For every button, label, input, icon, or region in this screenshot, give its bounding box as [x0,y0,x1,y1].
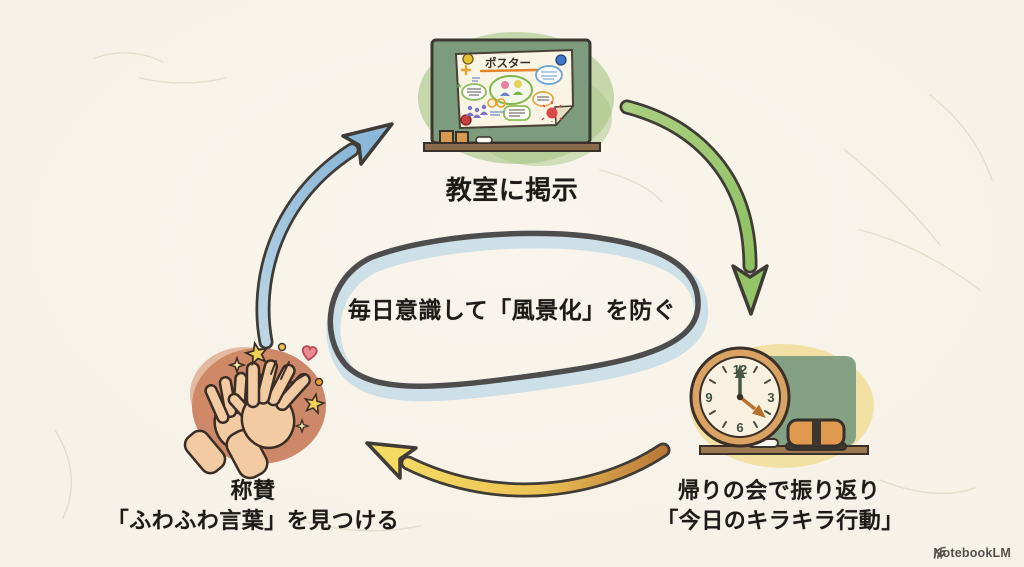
paper-texture [54,52,993,532]
motion-lines [270,360,307,384]
sparkle-dot [277,342,287,352]
poster-doodles [456,64,563,122]
sparkle-dot-2 [314,377,324,387]
crowd-doodle [466,104,488,118]
reflection-caption-line1: 帰りの会で振り返り [677,478,881,503]
chalk-tray [423,130,601,152]
classroom-board-illustration: ポスター [418,32,614,166]
arrow-reflection-to-praise [365,441,671,498]
reflection-caption-line2: 「今日のキラキラ行動」 [656,508,904,533]
eraser [785,418,847,451]
board-shelf [423,142,601,152]
clock-minute-hand [735,364,745,397]
center-loop-text: 毎日意識して「風景化」を防ぐ [347,297,677,323]
clock-number-9: 9 [705,390,712,405]
sun-doodle [546,107,558,119]
praise-caption-line1: 称賛 [230,478,276,503]
center-loop [326,230,709,402]
clock-number-6: 6 [736,420,743,435]
clock-number-3: 3 [767,390,774,405]
clock-face: 12 3 6 9 [689,346,791,448]
loop-outline [327,230,701,389]
pin-yellow [462,53,474,65]
clapping-hands [183,359,311,480]
poster: ポスター [454,48,575,130]
sparkles [227,340,327,435]
white-chalk [475,136,493,144]
praise-caption-line2: 「ふわふわ言葉」を見つける [106,508,400,533]
sparkle-star-right [303,392,327,416]
watermark: NotebookLM [933,546,1011,560]
pin-blue [555,54,567,66]
arrow-praise-to-classroom [255,122,394,350]
clock-hour-hand [738,395,766,418]
clock-ticks [709,366,771,428]
classroom-caption: 教室に掲示 [445,175,579,205]
hands-illustration [183,340,327,480]
watermark-label: NotebookLM [933,546,1011,560]
sparkle-star-big [243,340,269,367]
sparkle-four-point-small [293,417,311,435]
poster-title: ポスター [485,56,531,70]
clock-center-dot [736,393,744,401]
notebooklm-logo-icon [934,546,947,559]
pin-red [460,114,472,126]
sparkle-four-point [227,355,247,375]
heart-icon [301,345,318,362]
arrow-classroom-to-reflection [619,99,769,316]
clock-illustration: 12 3 6 9 [689,344,874,468]
loop-watercolor-shadow [326,234,709,402]
clock-shelf [699,445,869,455]
